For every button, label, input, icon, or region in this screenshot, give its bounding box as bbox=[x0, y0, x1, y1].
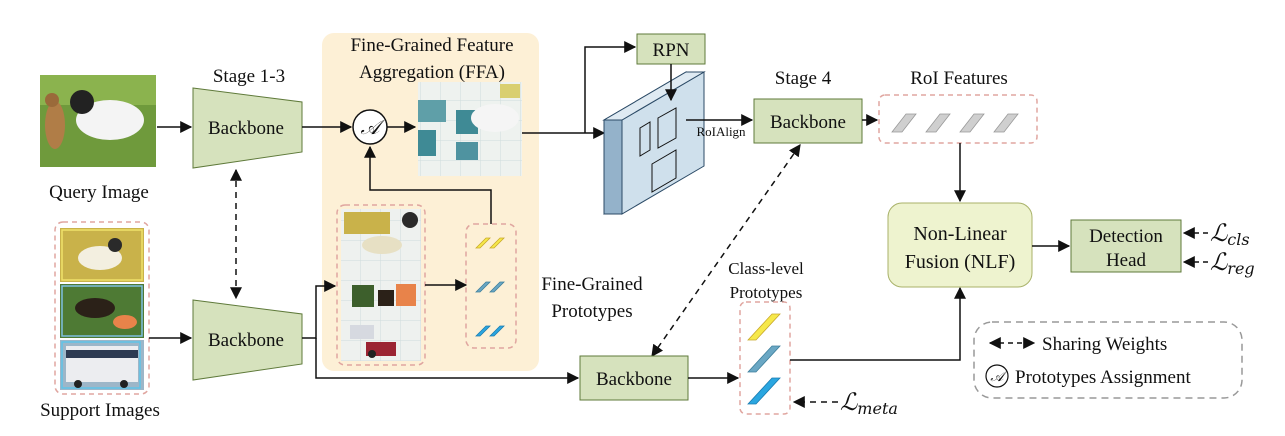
nlf-box bbox=[887, 202, 1033, 288]
support-images-label: Support Images bbox=[40, 400, 160, 421]
support-image-dog bbox=[60, 284, 144, 338]
backbone-query bbox=[192, 87, 303, 169]
roi-feature-3 bbox=[959, 113, 985, 133]
ffa-title-line2: Aggregation (FFA) bbox=[359, 62, 505, 83]
ffa-title-line1: Fine-Grained Feature bbox=[350, 35, 513, 56]
stage-4-label: Stage 4 bbox=[775, 68, 832, 89]
query-image-label: Query Image bbox=[49, 182, 149, 203]
class-prototype-yellow bbox=[747, 313, 781, 341]
sharing-weights-link-2 bbox=[651, 144, 801, 357]
backbone-support-label: Backbone bbox=[208, 330, 284, 351]
arrow-support-to-ffa bbox=[302, 280, 337, 339]
roi-features-label: RoI Features bbox=[910, 68, 1008, 89]
legend-sharing-label: Sharing Weights bbox=[1042, 334, 1167, 355]
feature-map-cuboid bbox=[602, 71, 706, 215]
arrow-prototypes-to-nlf bbox=[790, 286, 966, 361]
arrow-support-to-class-backbone bbox=[315, 338, 580, 384]
fine-grained-prototype-yellow bbox=[475, 237, 505, 249]
roi-feature-2 bbox=[925, 113, 951, 133]
roialign-label: RoIAlign bbox=[696, 124, 746, 139]
backbone-support bbox=[192, 299, 303, 381]
backbone-query-label: Backbone bbox=[208, 118, 284, 139]
backbone-stage4-label: Backbone bbox=[770, 112, 846, 133]
query-image bbox=[40, 75, 156, 167]
rpn-label: RPN bbox=[653, 40, 690, 61]
rpn-box bbox=[636, 33, 706, 65]
fine-grained-prototypes-label-line2: Prototypes bbox=[551, 301, 632, 322]
arrow-feature-to-rpn bbox=[584, 41, 637, 133]
legend-frame bbox=[973, 321, 1243, 399]
nlf-label-line1: Non-Linear bbox=[913, 223, 1007, 245]
arrow-prototypes-to-assign bbox=[364, 145, 492, 224]
class-level-prototypes-frame bbox=[739, 301, 791, 415]
support-image-cat bbox=[60, 228, 144, 282]
support-images-frame bbox=[54, 221, 150, 395]
backbone-stage4 bbox=[753, 98, 863, 144]
fine-grained-prototype-teal bbox=[475, 281, 505, 293]
proposal-box-1 bbox=[639, 121, 651, 157]
detection-head-line2: Head bbox=[1106, 250, 1147, 271]
roi-features-frame bbox=[878, 94, 1038, 144]
loss-cls: ℒcls bbox=[1210, 219, 1250, 249]
loss-reg: ℒreg bbox=[1210, 248, 1255, 278]
detection-head-line1: Detection bbox=[1089, 226, 1163, 247]
class-prototype-blue bbox=[747, 377, 781, 405]
class-prototype-teal bbox=[747, 345, 781, 373]
support-image-bus bbox=[60, 340, 144, 390]
roi-feature-4 bbox=[993, 113, 1019, 133]
aggregated-query-feature bbox=[418, 82, 522, 176]
detection-head-box bbox=[1070, 219, 1182, 273]
legend-assignment-icon bbox=[985, 364, 1009, 388]
legend-assignment-label: Prototypes Assignment bbox=[1015, 367, 1191, 388]
class-level-prototypes-label-line2: Prototypes bbox=[730, 283, 803, 302]
loss-meta: ℒmeta bbox=[840, 388, 898, 418]
nlf-label-line2: Fusion (NLF) bbox=[905, 251, 1016, 273]
proposal-box-2 bbox=[657, 107, 677, 149]
fine-grained-prototype-blue bbox=[475, 325, 505, 337]
roi-feature-1 bbox=[891, 113, 917, 133]
stage-1-3-label: Stage 1-3 bbox=[213, 66, 285, 87]
backbone-class-level bbox=[579, 355, 689, 401]
class-level-prototypes-label-line1: Class-level bbox=[728, 259, 804, 278]
fine-grained-prototypes-label-line1: Fine-Grained bbox=[541, 274, 643, 295]
fine-grained-prototypes-frame bbox=[465, 223, 517, 349]
legend-assignment-symbol: 𝒜 bbox=[990, 369, 1007, 385]
support-feature-mosaic bbox=[341, 209, 421, 361]
backbone-class-level-label: Backbone bbox=[596, 369, 672, 390]
